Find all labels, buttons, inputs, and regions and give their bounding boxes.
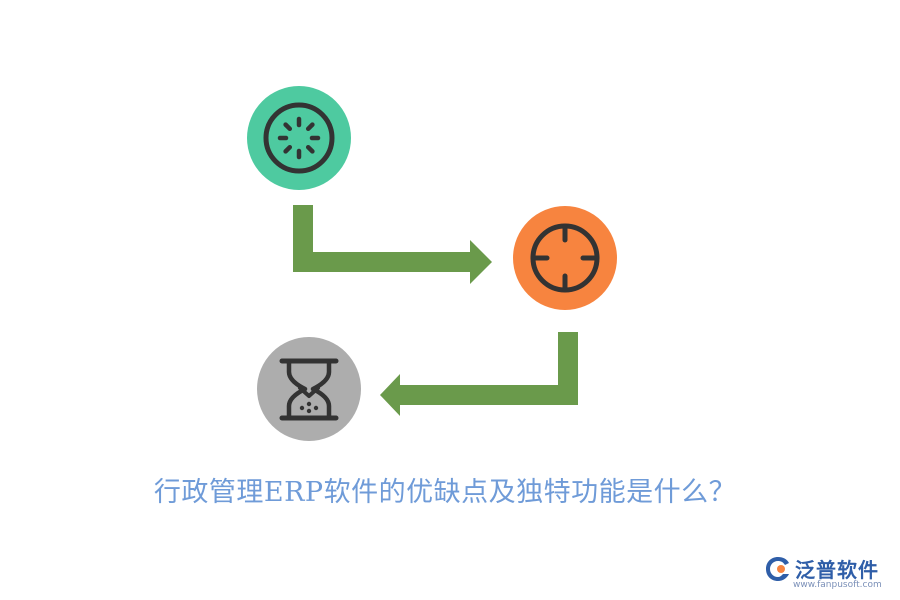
- target-node: [513, 206, 617, 310]
- connector-target-to-hourglass: [380, 332, 578, 416]
- dial-node: [247, 86, 351, 190]
- brand-name: 泛普软件: [795, 558, 879, 582]
- loading-dial-icon: [263, 102, 335, 174]
- connector-dial-to-target: [293, 205, 492, 284]
- fanpu-logo-icon: [766, 557, 789, 581]
- target-node-circle: [513, 206, 617, 310]
- hourglass-icon: [279, 358, 339, 421]
- hourglass-node: [257, 337, 361, 441]
- hourglass-node-circle: [257, 337, 361, 441]
- dial-node-circle: [247, 86, 351, 190]
- page-title: 行政管理ERP软件的优缺点及独特功能是什么？: [153, 477, 737, 508]
- crosshair-target-icon: [530, 223, 600, 293]
- brand-logo[interactable]: 泛普软件 www.fanpusoft.com: [763, 548, 888, 592]
- brand-url: www.fanpusoft.com: [793, 580, 882, 590]
